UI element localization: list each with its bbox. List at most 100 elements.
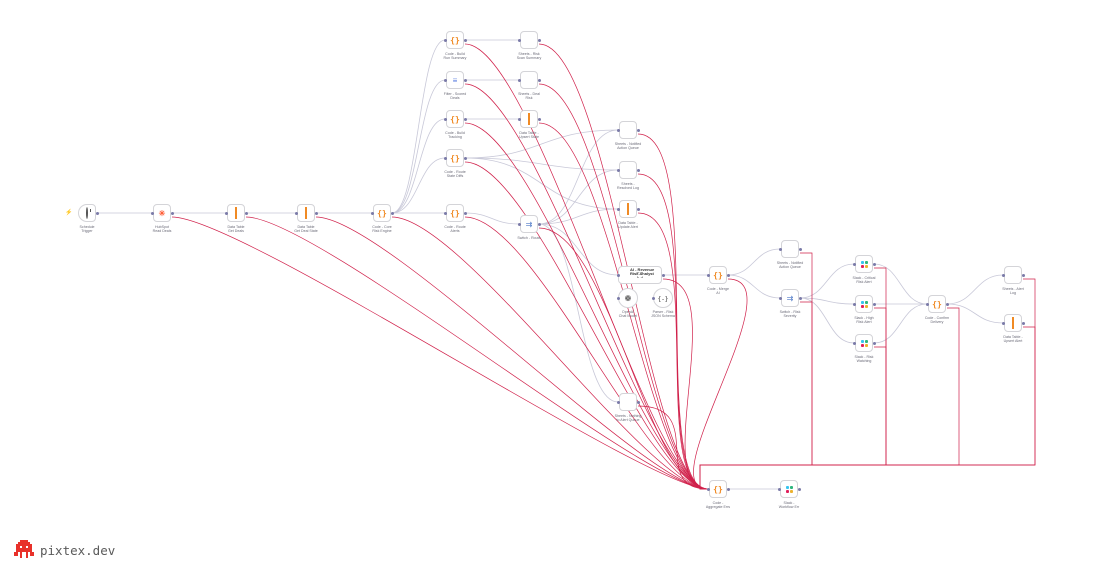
output-port[interactable] bbox=[797, 487, 801, 491]
output-port[interactable] bbox=[945, 302, 949, 306]
output-port[interactable] bbox=[463, 117, 467, 121]
input-port[interactable] bbox=[852, 341, 856, 345]
input-port[interactable] bbox=[616, 207, 620, 211]
input-port[interactable] bbox=[443, 117, 447, 121]
input-port[interactable] bbox=[706, 487, 710, 491]
output-port[interactable] bbox=[726, 273, 730, 277]
code-build-tracking-node[interactable]: {} bbox=[446, 110, 464, 128]
output-port[interactable] bbox=[872, 262, 876, 266]
input-port[interactable] bbox=[517, 38, 521, 42]
code-icon: {} bbox=[713, 270, 723, 280]
output-port[interactable] bbox=[463, 211, 467, 215]
sheets-resolved-log-node[interactable] bbox=[619, 161, 637, 179]
input-port[interactable] bbox=[777, 487, 781, 491]
code-merge-ai-node[interactable]: {} bbox=[709, 266, 727, 284]
input-port[interactable] bbox=[443, 38, 447, 42]
code-aggregate-errors-node[interactable]: {} bbox=[709, 480, 727, 498]
output-port[interactable] bbox=[95, 211, 99, 215]
input-port[interactable] bbox=[778, 296, 782, 300]
data-table-upsert-node[interactable] bbox=[520, 110, 538, 128]
code-route-alerts-node[interactable]: {} bbox=[446, 204, 464, 222]
sheets-run-summary-node[interactable] bbox=[520, 31, 538, 49]
input-port[interactable] bbox=[616, 273, 620, 277]
input-port[interactable] bbox=[852, 302, 856, 306]
output-port[interactable] bbox=[1021, 273, 1025, 277]
node-label: Slack - Critical Risk Alert bbox=[852, 276, 876, 285]
input-port[interactable] bbox=[517, 117, 521, 121]
input-port[interactable] bbox=[616, 128, 620, 132]
switch-risk-severity-node[interactable]: ⇉ bbox=[781, 289, 799, 307]
hubspot-node[interactable]: ✳ bbox=[153, 204, 171, 222]
error-connection-code_state bbox=[464, 161, 709, 490]
input-port[interactable] bbox=[1001, 321, 1005, 325]
switch-route-node[interactable]: ⇉ bbox=[520, 215, 538, 233]
output-port[interactable] bbox=[661, 273, 665, 277]
output-port[interactable] bbox=[636, 400, 640, 404]
code-risk-engine-node[interactable]: {} bbox=[373, 204, 391, 222]
slack-risk-watching-node[interactable] bbox=[855, 334, 873, 352]
output-port[interactable] bbox=[636, 168, 640, 172]
output-port[interactable] bbox=[463, 38, 467, 42]
input-port[interactable] bbox=[443, 78, 447, 82]
output-port[interactable] bbox=[244, 211, 248, 215]
sheets-action-queue-node[interactable] bbox=[619, 121, 637, 139]
sheets-alert-log-node[interactable] bbox=[1004, 266, 1022, 284]
input-port[interactable] bbox=[443, 211, 447, 215]
output-port[interactable] bbox=[1021, 321, 1025, 325]
input-port[interactable] bbox=[443, 156, 447, 160]
code-route-state-node[interactable]: {} bbox=[446, 149, 464, 167]
filter-scored-node[interactable]: ≡ bbox=[446, 71, 464, 89]
slack-workflow-error-node[interactable] bbox=[780, 480, 798, 498]
output-port[interactable] bbox=[726, 487, 730, 491]
output-port[interactable] bbox=[636, 128, 640, 132]
input-port[interactable] bbox=[294, 211, 298, 215]
output-port[interactable] bbox=[537, 222, 541, 226]
data-table-update-alert-node[interactable] bbox=[619, 200, 637, 218]
slack-high-node[interactable] bbox=[855, 295, 873, 313]
code-confirm-delivery-node[interactable]: {} bbox=[928, 295, 946, 313]
input-port[interactable] bbox=[852, 262, 856, 266]
input-port[interactable] bbox=[517, 78, 521, 82]
node-label: Code - Build Run Summary bbox=[443, 52, 467, 61]
openai-chat-model-node[interactable]: ❁ bbox=[618, 288, 638, 308]
output-port[interactable] bbox=[636, 207, 640, 211]
output-port[interactable] bbox=[170, 211, 174, 215]
output-port[interactable] bbox=[314, 211, 318, 215]
input-port[interactable] bbox=[706, 273, 710, 277]
input-port[interactable] bbox=[616, 296, 620, 300]
sheets-deal-risk-node[interactable] bbox=[520, 71, 538, 89]
output-port[interactable] bbox=[872, 302, 876, 306]
sheets-touch-queue-node[interactable] bbox=[619, 393, 637, 411]
output-port[interactable] bbox=[872, 341, 876, 345]
code-build-summary-node[interactable]: {} bbox=[446, 31, 464, 49]
data-table-get-node[interactable] bbox=[227, 204, 245, 222]
input-port[interactable] bbox=[224, 211, 228, 215]
input-port[interactable] bbox=[778, 247, 782, 251]
input-port[interactable] bbox=[616, 400, 620, 404]
data-table-get-deal-state-node[interactable] bbox=[297, 204, 315, 222]
input-port[interactable] bbox=[150, 211, 154, 215]
output-port[interactable] bbox=[537, 78, 541, 82]
output-port[interactable] bbox=[537, 117, 541, 121]
input-port[interactable] bbox=[651, 296, 655, 300]
output-port[interactable] bbox=[537, 38, 541, 42]
input-port[interactable] bbox=[517, 222, 521, 226]
output-port[interactable] bbox=[798, 296, 802, 300]
data-table-upsert-alert-node[interactable] bbox=[1004, 314, 1022, 332]
clock-icon bbox=[86, 206, 88, 219]
input-port[interactable] bbox=[616, 168, 620, 172]
output-port[interactable] bbox=[463, 78, 467, 82]
output-port[interactable] bbox=[463, 156, 467, 160]
input-port[interactable] bbox=[1001, 273, 1005, 277]
output-port[interactable] bbox=[798, 247, 802, 251]
input-port[interactable] bbox=[370, 211, 374, 215]
sheets-action-queue-2-node[interactable] bbox=[781, 240, 799, 258]
slack-critical-node[interactable] bbox=[855, 255, 873, 273]
output-port[interactable] bbox=[390, 211, 394, 215]
connection-code_confirm-dt_upsert_alert bbox=[946, 303, 1004, 324]
schedule-trigger-node[interactable] bbox=[78, 204, 96, 222]
parser-json-node[interactable]: {-} bbox=[653, 288, 673, 308]
input-port[interactable] bbox=[925, 302, 929, 306]
